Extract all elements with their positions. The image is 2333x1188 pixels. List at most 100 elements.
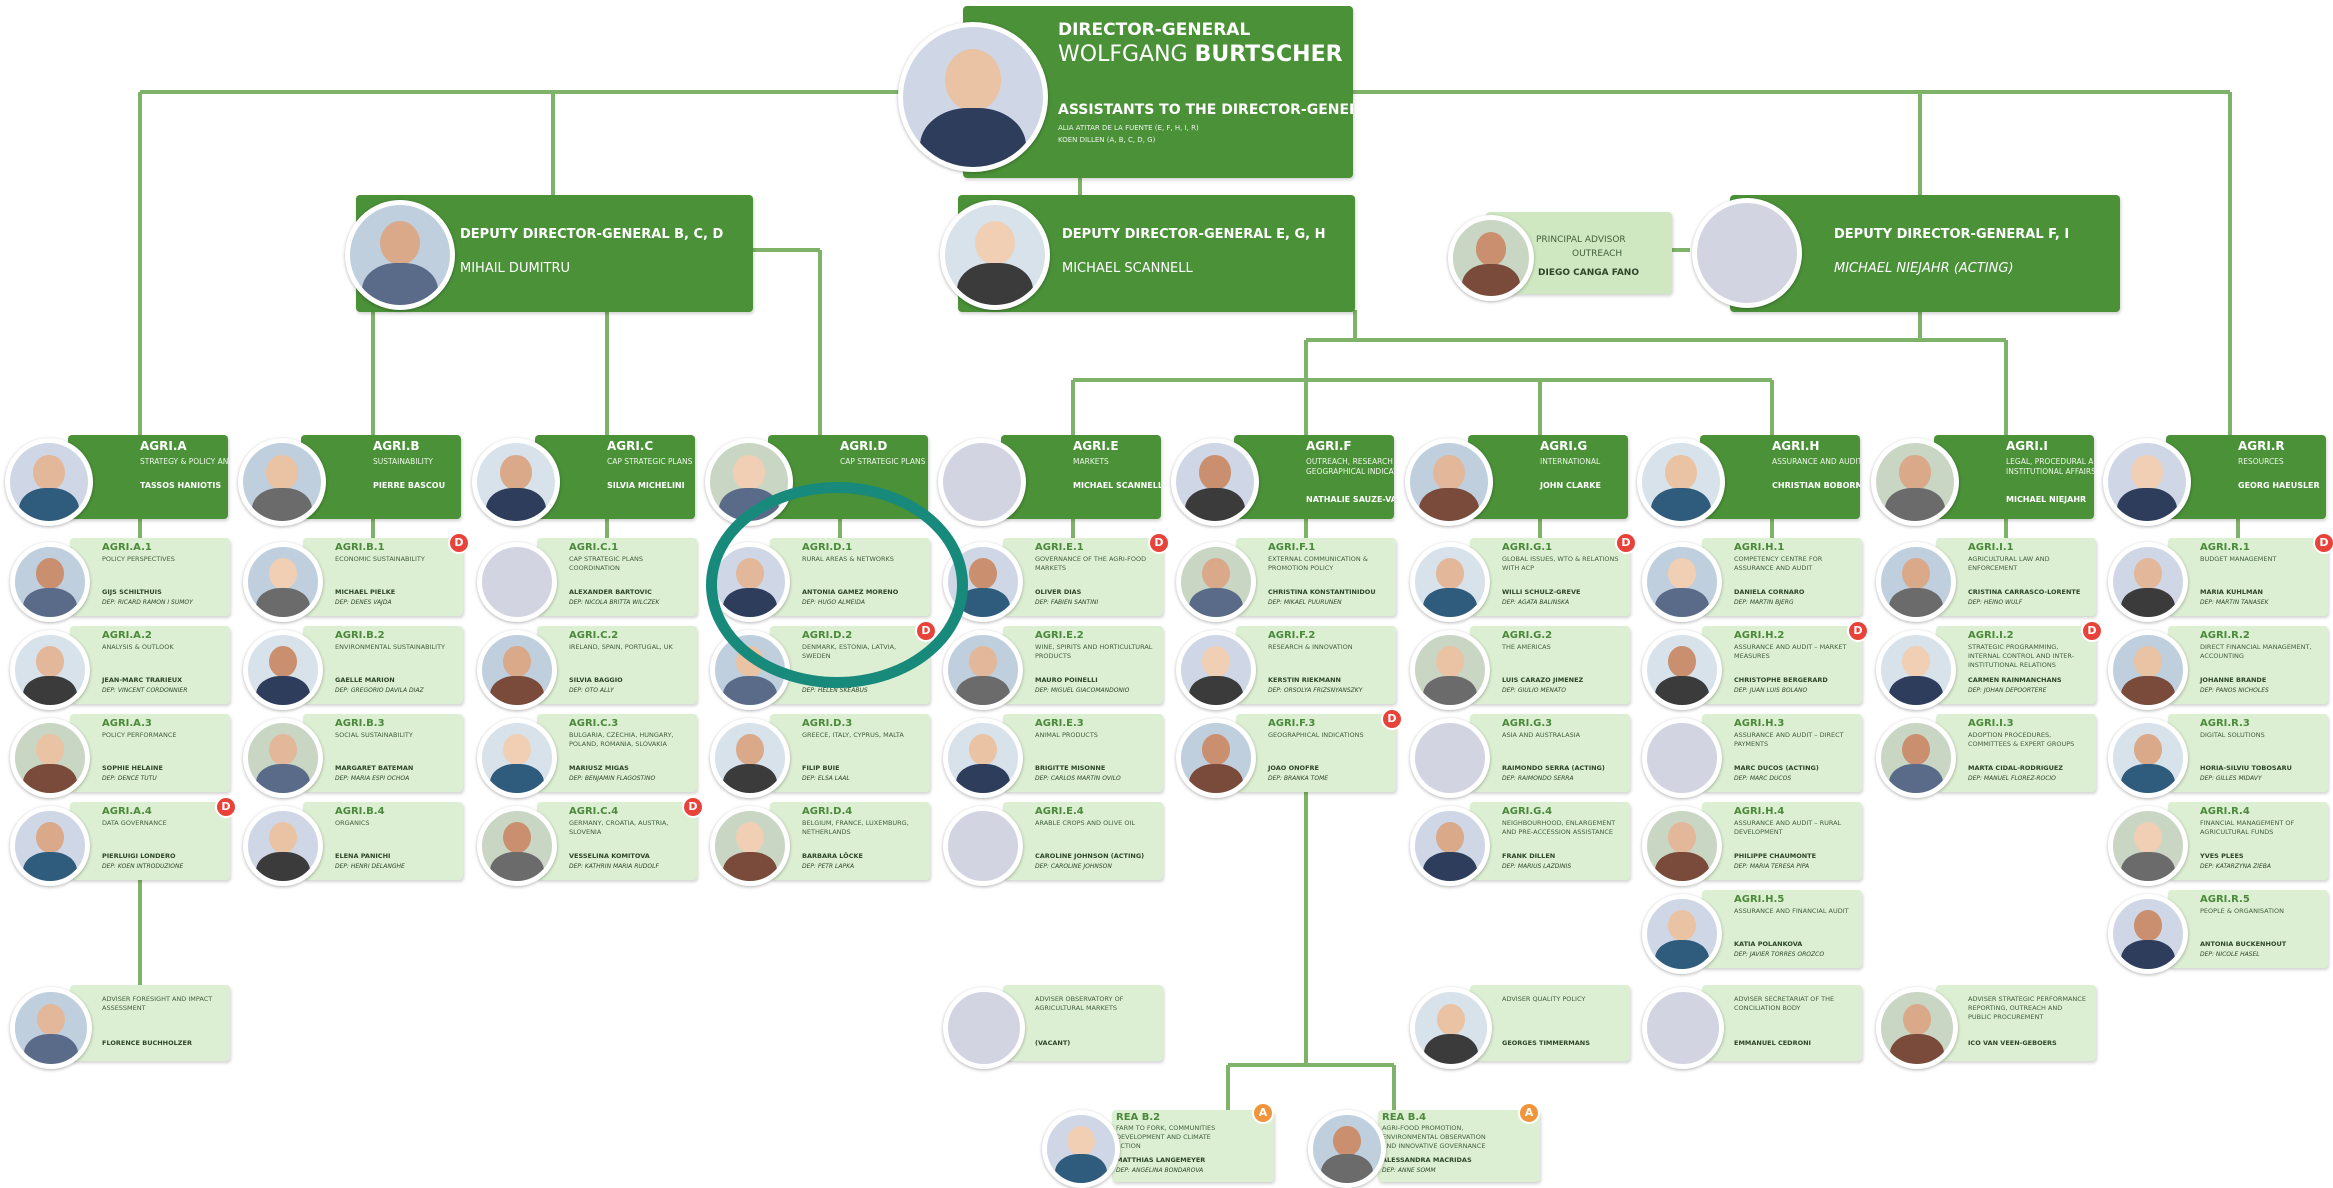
unit-title: IRELAND, SPAIN, PORTUGAL, UK (569, 643, 673, 651)
directorate-head-photo (2103, 438, 2191, 526)
unit-deputy: DEP: BRANKA TOME (1268, 775, 1329, 782)
adviser-box[interactable]: ADVISER SECRETARIAT OF THE CONCILIATION … (1702, 985, 1862, 1061)
unit-head-photo (477, 806, 557, 886)
advisor-area: OUTREACH (1572, 249, 1623, 259)
deputy-photo (1692, 198, 1802, 308)
directorate-head-photo (5, 438, 93, 526)
photo-head (269, 646, 297, 677)
photo-torso (1655, 675, 1709, 705)
unit-title: GREECE, ITALY, CYPRUS, MALTA (802, 731, 904, 739)
unit-head: GAELLE MARION (335, 676, 395, 684)
unit-head: CARMEN RAINMANCHANS (1968, 676, 2062, 684)
unit-deputy: DEP: VINCENT CORDONNIER (102, 687, 188, 694)
unit-head: OLIVER DIAS (1035, 588, 1082, 596)
directorate-title: ASSURANCE AND AUDIT (1772, 457, 1860, 466)
photo-torso (2121, 587, 2175, 617)
photo-head (1475, 232, 1507, 266)
unit-head-photo (1642, 806, 1722, 886)
directorate-title: INTERNATIONAL (1540, 457, 1601, 466)
adviser-title: ADVISER FORESIGHT AND IMPACT ASSESSMENT (102, 995, 213, 1012)
photo-torso (256, 851, 310, 881)
photo-torso (956, 763, 1010, 793)
directorate-head: TASSOS HANIOTIS (140, 481, 222, 490)
adviser-box[interactable]: ADVISER STRATEGIC PERFORMANCE REPORTING,… (1936, 985, 2096, 1061)
photo-head (1902, 646, 1930, 677)
unit-code: AGRI.B.3 (335, 718, 385, 729)
unit-deputy: DEP: DENCE TUTU (102, 775, 157, 782)
dg-assistant-1: ALIA ATITAR DE LA FUENTE (E, F, H, I, R) (1058, 124, 1199, 132)
unit-code: AGRI.R.2 (2200, 630, 2250, 641)
unit-head-photo (10, 630, 90, 710)
directorate-head-photo (1871, 438, 1959, 526)
adviser-box[interactable]: ADVISER OBSERVATORY OF AGRICULTURAL MARK… (1003, 985, 1163, 1061)
unit-code: AGRI.C.3 (569, 718, 619, 729)
directorate-title: LEGAL, PROCEDURAL AND INTER-INSTITUTIONA… (2006, 457, 2094, 476)
dg-role: DIRECTOR-GENERAL (1058, 20, 1251, 40)
unit-title: BULGARIA, CZECHIA, HUNGARY, POLAND, ROMA… (569, 731, 674, 748)
rea-title: FARM TO FORK, COMMUNITIES DEVELOPMENT AN… (1116, 1124, 1216, 1150)
unit-title: GLOBAL ISSUES, WTO & RELATIONS WITH ACP (1502, 555, 1619, 572)
deputy-role: DEPUTY DIRECTOR-GENERAL B, C, D (460, 227, 724, 242)
unit-title: PEOPLE & ORGANISATION (2200, 907, 2284, 915)
unit-head-photo (243, 542, 323, 622)
adviser-photo (1876, 987, 1958, 1069)
photo-torso (362, 263, 438, 305)
photo-head (1668, 558, 1696, 589)
photo-head (503, 646, 531, 677)
dg-assistant-2: KOEN DILLEN (A, B, C, D, G) (1058, 136, 1156, 144)
photo-head (1902, 558, 1930, 589)
